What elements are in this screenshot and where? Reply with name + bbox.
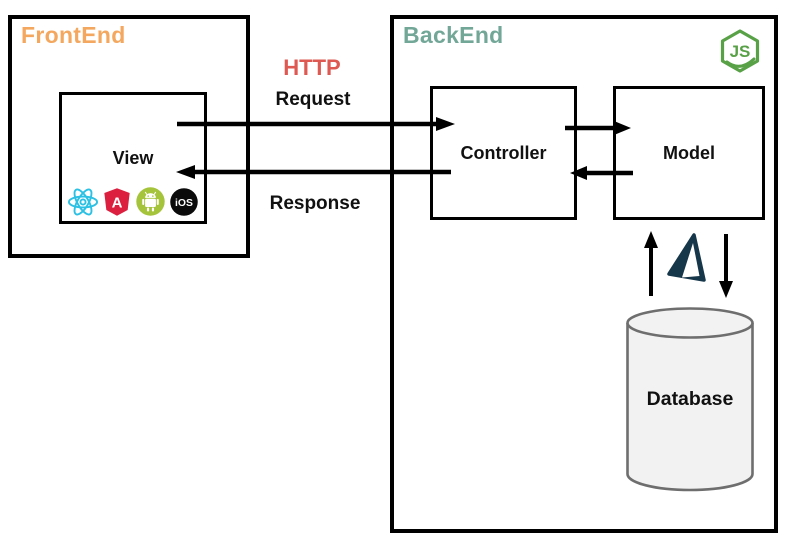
nodejs-label: JS: [730, 42, 751, 61]
frontend-box: FrontEnd View A: [8, 15, 250, 258]
ios-icon: iOS: [170, 187, 198, 216]
angular-icon: A: [104, 187, 130, 216]
database-cylinder: Database: [626, 307, 754, 492]
controller-box: Controller: [430, 86, 577, 220]
request-label: Request: [275, 89, 351, 110]
react-orbits: [67, 188, 99, 215]
controller-label: Controller: [460, 142, 547, 163]
model-label: Model: [663, 142, 715, 163]
react-icon: [67, 188, 99, 215]
android-antennas: [144, 191, 157, 195]
database-label: Database: [647, 388, 734, 410]
android-icon: [136, 187, 165, 216]
response-label: Response: [269, 193, 361, 214]
angular-letter: A: [112, 194, 123, 211]
model-box: Model: [613, 86, 765, 220]
ios-label: iOS: [175, 197, 193, 208]
nodejs-icon: JS: [720, 29, 760, 73]
view-label: View: [112, 147, 154, 168]
android-eyes: [147, 195, 154, 197]
http-label: HTTP: [283, 55, 341, 80]
prisma-icon: [667, 233, 706, 282]
backend-label: BackEnd: [403, 22, 504, 48]
platform-icon-row: A: [64, 186, 202, 217]
view-box: View A: [59, 92, 207, 224]
frontend-label: FrontEnd: [21, 22, 126, 48]
